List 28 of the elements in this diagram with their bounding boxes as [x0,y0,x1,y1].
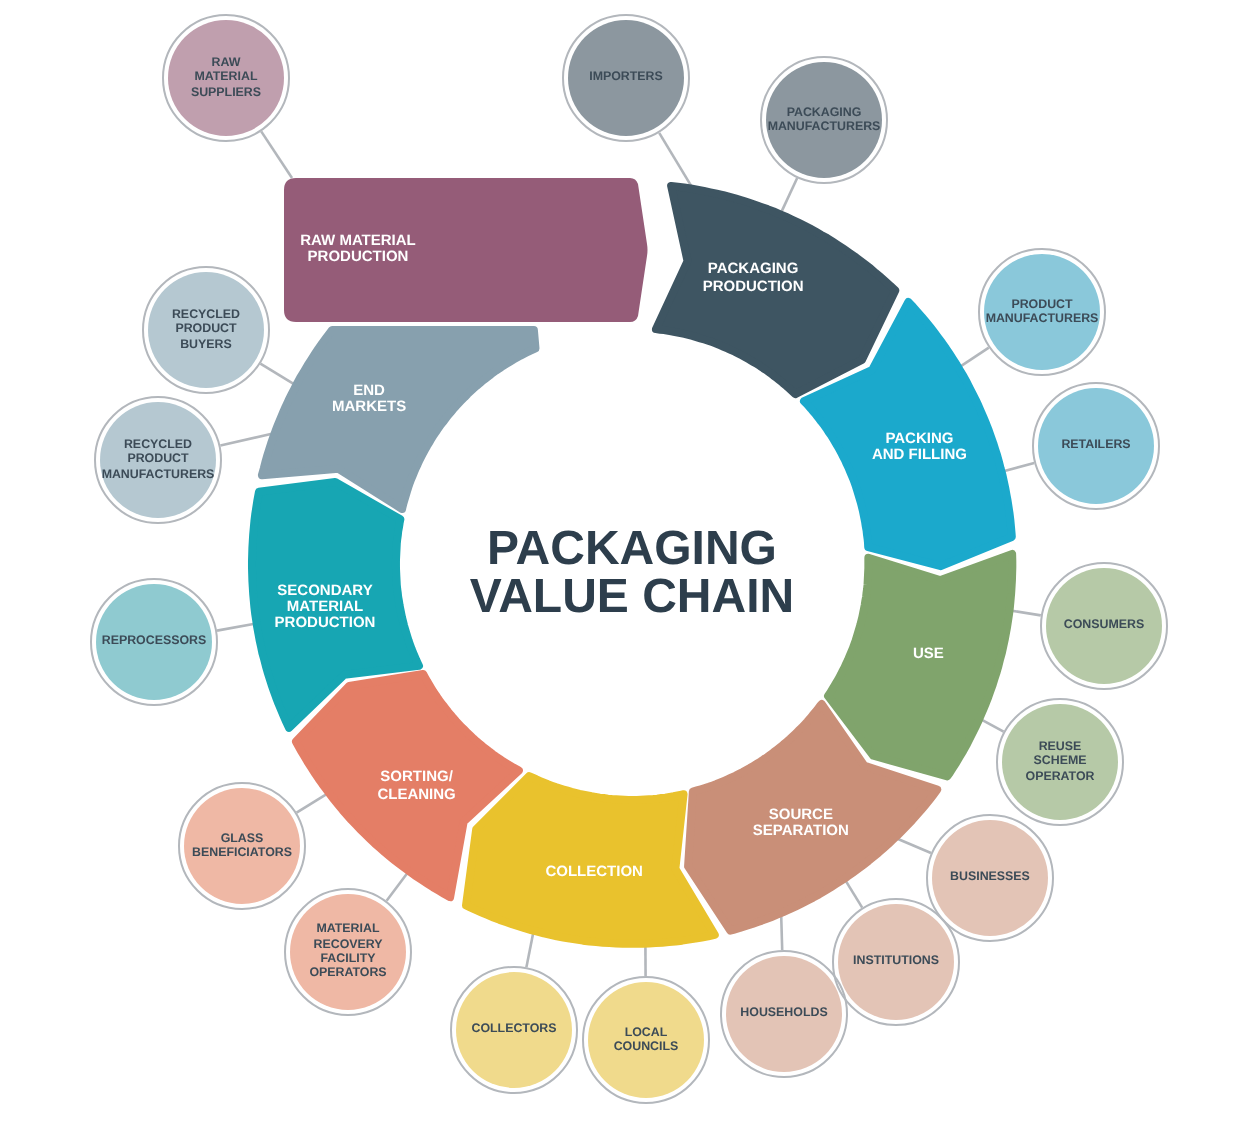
leader-line [980,718,1005,733]
actor-circle [832,898,960,1026]
leader-line [525,932,535,968]
stage-segment [459,770,721,950]
leader-line [658,132,693,188]
stage-segment [256,324,542,515]
leader-line [260,130,294,179]
stage-segment [290,668,526,904]
diagram-title: PACKAGING VALUE CHAIN [468,526,796,622]
leader-line [780,177,799,213]
leader-line [220,432,274,447]
stage-segment [682,698,944,938]
leader-line [216,622,256,632]
leader-line [1002,461,1035,473]
leader-line [295,792,328,814]
stage-segment [650,180,902,401]
leader-line [1011,609,1041,617]
leader-line [259,362,296,386]
stage-segment [821,548,1018,783]
stage-segment [284,178,648,322]
leader-line [896,837,932,855]
leader-line [779,915,784,951]
actor-circle [926,814,1054,942]
stage-segment [246,475,425,734]
leader-line [644,945,647,976]
leader-line [385,872,409,902]
leader-line [844,879,864,909]
leader-line [958,346,990,369]
